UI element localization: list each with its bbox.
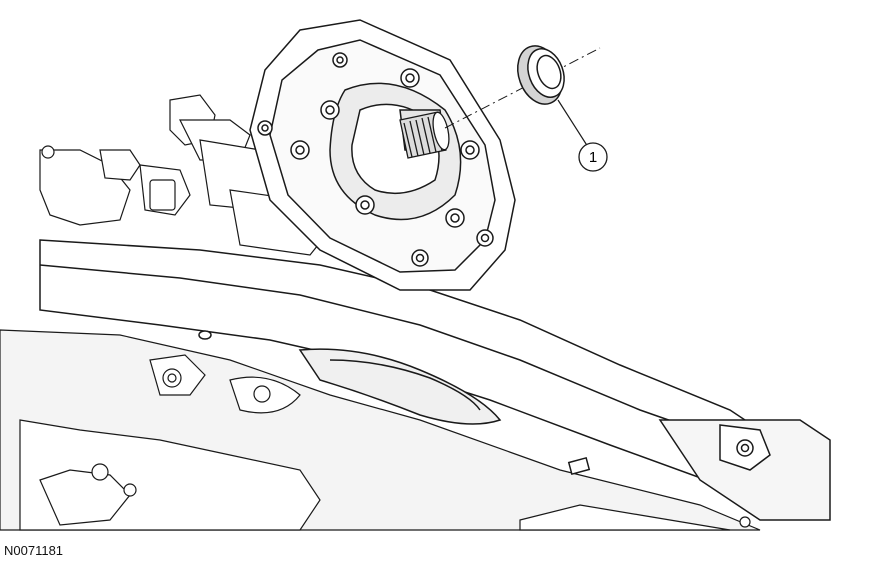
output-shaft bbox=[399, 111, 450, 159]
transfer-case-housing bbox=[249, 19, 516, 291]
callout-number: 1 bbox=[589, 149, 597, 166]
left-components bbox=[39, 94, 331, 256]
callout-circle bbox=[578, 142, 608, 172]
callout-leader-line bbox=[557, 99, 589, 148]
crossmember-beam bbox=[39, 239, 831, 521]
figure-id: N0071181 bbox=[4, 543, 64, 558]
lower-chassis-background bbox=[0, 329, 761, 531]
oil-seal bbox=[517, 45, 565, 105]
callout-1: 1 bbox=[557, 99, 608, 172]
